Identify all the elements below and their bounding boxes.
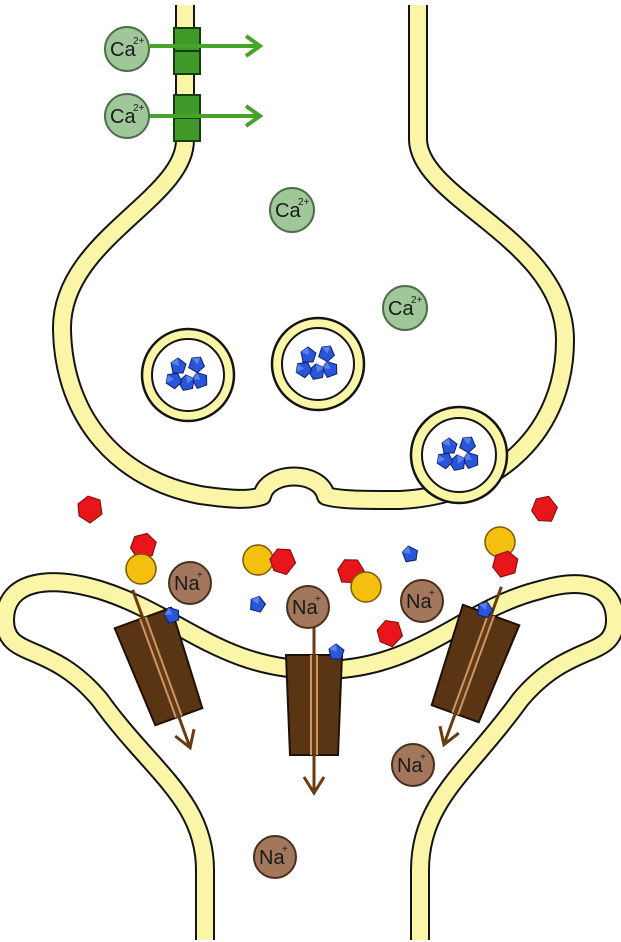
sodium-ion-charge: + bbox=[420, 752, 426, 763]
sodium-ion-charge: + bbox=[429, 588, 435, 599]
calcium-ion-charge: 2+ bbox=[133, 36, 145, 47]
calcium-ion-charge: 2+ bbox=[298, 197, 310, 208]
calcium-ion: Ca 2+ bbox=[270, 188, 314, 232]
calcium-ion-charge: 2+ bbox=[411, 295, 423, 306]
sodium-channel-center bbox=[286, 625, 344, 793]
synaptic-vesicle bbox=[142, 329, 234, 421]
sodium-ion-charge: + bbox=[282, 844, 288, 855]
sodium-ion: Na + bbox=[392, 744, 434, 786]
calcium-ion: Ca 2+ bbox=[105, 27, 149, 71]
calcium-ion: Ca 2+ bbox=[383, 286, 427, 330]
calcium-channel-1 bbox=[150, 28, 260, 74]
sodium-ion: Na + bbox=[287, 586, 329, 628]
sodium-ion: Na + bbox=[401, 580, 443, 622]
calcium-ion: Ca 2+ bbox=[105, 94, 149, 138]
sodium-ion-charge: + bbox=[197, 570, 203, 581]
synaptic-vesicle bbox=[411, 407, 507, 503]
postsynaptic-membrane bbox=[5, 582, 615, 940]
sodium-ion: Na + bbox=[254, 836, 296, 878]
calcium-channel-2 bbox=[150, 95, 260, 141]
synaptic-vesicle bbox=[272, 318, 364, 410]
calcium-ion-charge: 2+ bbox=[133, 103, 145, 114]
sodium-ion-charge: + bbox=[315, 594, 321, 605]
sodium-ion: Na + bbox=[169, 562, 211, 604]
